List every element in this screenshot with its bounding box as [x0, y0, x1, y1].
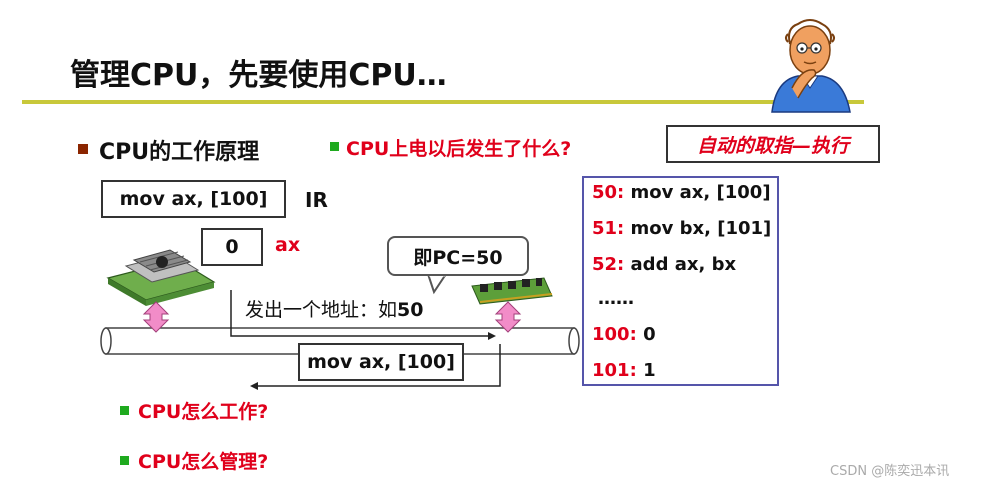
slide-title: 管理CPU，先要使用CPU…: [70, 58, 447, 93]
memory-content: 1: [643, 360, 656, 381]
question-2-marker: [120, 456, 129, 465]
memory-line: 52: add ax, bx: [592, 254, 736, 275]
ax-register-box: 0: [201, 228, 263, 266]
ir-register-label: IR: [305, 188, 328, 212]
memory-line: 51: mov bx, [101]: [592, 218, 771, 239]
memory-address: 50:: [592, 182, 625, 203]
ax-register-value: 0: [225, 236, 239, 258]
main-bullet-text: CPU的工作原理: [99, 140, 260, 165]
memory-address: 100:: [592, 324, 637, 345]
memory-content: 0: [643, 324, 656, 345]
up-down-arrow-icon: [142, 301, 170, 333]
memory-address: 51:: [592, 218, 625, 239]
question-2: CPU怎么管理?: [138, 451, 269, 473]
memory-line: ……: [598, 288, 634, 309]
pc-callout-bubble: 即PC=50: [387, 236, 529, 276]
address-arrow: [230, 290, 496, 340]
cpu-chip-icon: [106, 249, 216, 306]
thinking-man-icon: [771, 19, 851, 113]
title-underline: [22, 100, 864, 104]
pc-callout-text: 即PC=50: [413, 246, 503, 269]
address-text-value: 50: [397, 299, 424, 321]
up-down-arrow-icon: [494, 301, 522, 333]
question-1: CPU怎么工作?: [138, 401, 269, 423]
memory-content: add ax, bx: [630, 254, 737, 275]
address-text: 发出一个地址：如50: [245, 295, 423, 322]
bus-data-value: mov ax, [100]: [307, 351, 455, 373]
question-top-marker: [330, 142, 339, 151]
ax-register-label: ax: [275, 234, 301, 256]
memory-line: 101: 1: [592, 360, 656, 381]
memory-address: 101:: [592, 360, 637, 381]
memory-content: mov bx, [101]: [630, 218, 772, 239]
ir-register-box: mov ax, [100]: [101, 180, 286, 218]
main-bullet-marker: [78, 144, 88, 154]
memory-line: 50: mov ax, [100]: [592, 182, 771, 203]
memory-content: ……: [598, 288, 634, 309]
bus-data-box: mov ax, [100]: [298, 343, 464, 381]
memory-address: 52:: [592, 254, 625, 275]
memory-line: 100: 0: [592, 324, 656, 345]
auto-fetch-execute-text: 自动的取指—执行: [696, 134, 849, 157]
data-arrow: [250, 344, 501, 390]
memory-content: mov ax, [100]: [630, 182, 771, 203]
auto-fetch-execute-box: 自动的取指—执行: [666, 125, 880, 163]
memory-module-icon: [471, 277, 553, 305]
pc-bubble-tail: [426, 273, 448, 295]
question-1-marker: [120, 406, 129, 415]
address-text-prefix: 发出一个地址：如: [245, 299, 398, 321]
ir-register-value: mov ax, [100]: [119, 188, 268, 210]
question-top: CPU上电以后发生了什么?: [346, 138, 572, 160]
watermark: CSDN @陈奕迅本讯: [830, 464, 950, 479]
memory-contents-box: 50: mov ax, [100] 51: mov bx, [101] 52: …: [582, 176, 779, 386]
